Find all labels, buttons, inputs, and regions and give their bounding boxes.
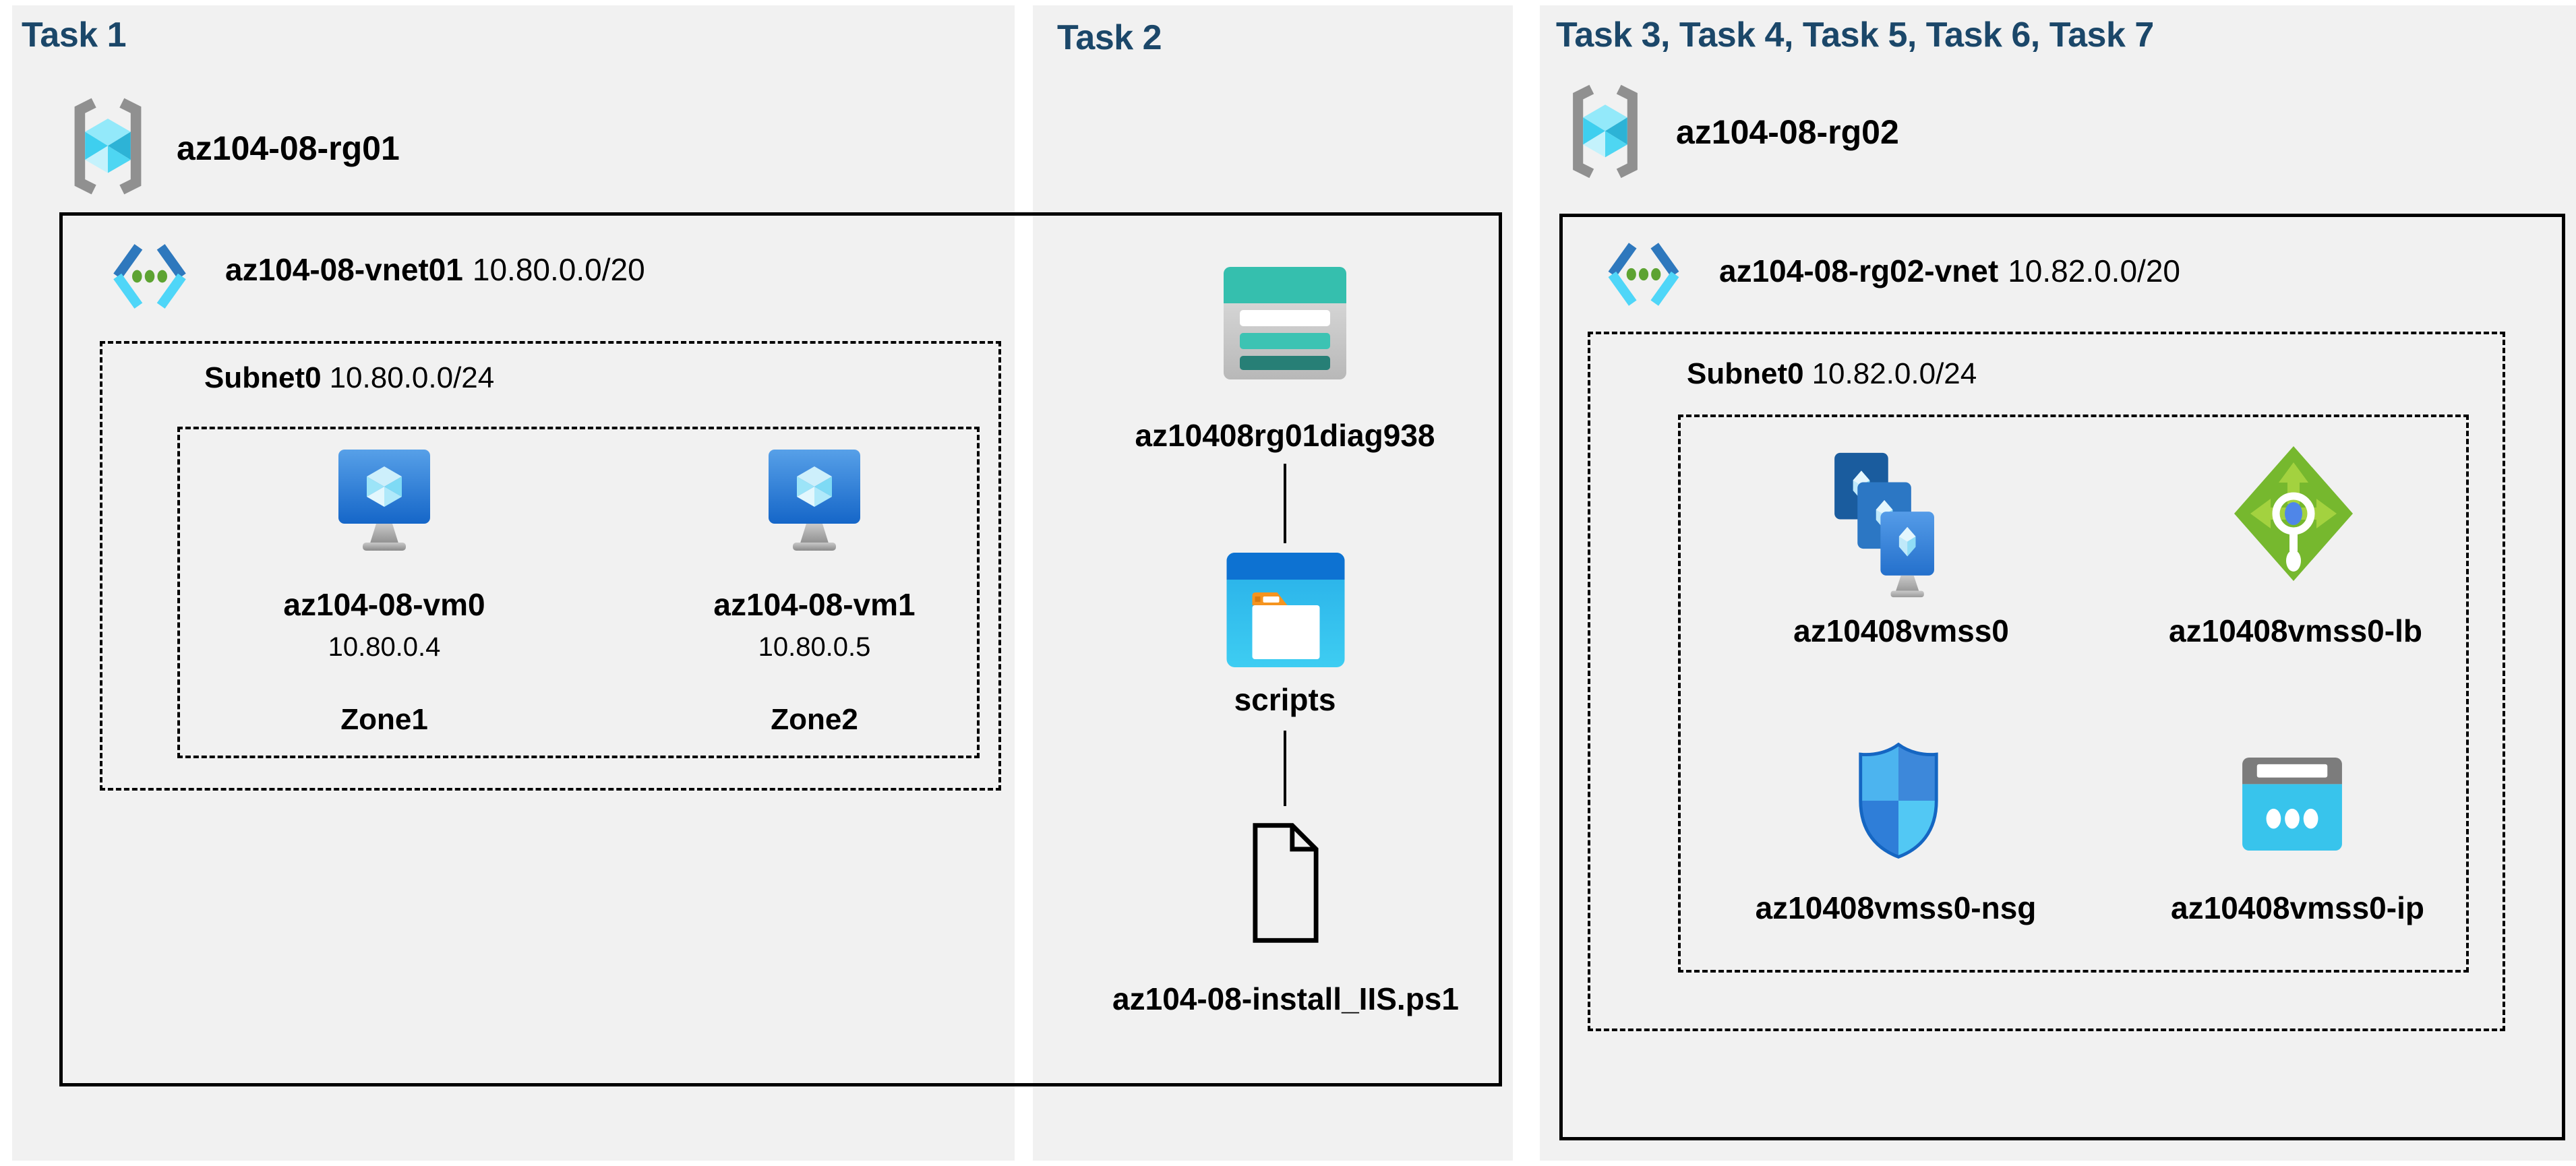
resources-box — [1678, 415, 2469, 973]
vm-icon — [767, 448, 862, 558]
subnet0-name-task1: Subnet0 — [204, 361, 322, 394]
vmss-icon — [1820, 452, 1950, 599]
vm0-zone: Zone1 — [340, 703, 428, 736]
blob-container-icon — [1226, 553, 1345, 667]
rg02-label: az104-08-rg02 — [1676, 113, 1899, 151]
rg02-vnet-name: az104-08-rg02-vnet — [1719, 253, 1999, 288]
vm-icon — [337, 448, 431, 558]
storage-account-icon — [1224, 267, 1346, 379]
resource-group-icon — [64, 96, 152, 197]
rg01-label: az104-08-rg01 — [177, 129, 400, 167]
vnet01-name: az104-08-vnet01 — [225, 252, 463, 287]
vm1-ip: 10.80.0.5 — [758, 632, 871, 662]
rg02-vnet-label: az104-08-rg02-vnet 10.82.0.0/20 — [1719, 253, 2180, 288]
rg02-vnet-box — [1559, 214, 2565, 1140]
subnet0-cidr-task1: 10.80.0.0/24 — [329, 361, 495, 394]
task2-title: Task 2 — [1057, 18, 1162, 57]
public-ip-icon — [2242, 758, 2342, 851]
vm1-zone: Zone2 — [771, 703, 858, 736]
task3-panel — [1540, 5, 2576, 1161]
rg02-vnet-cidr: 10.82.0.0/20 — [2008, 253, 2180, 288]
load-balancer-label: az10408vmss0-lb — [2169, 613, 2422, 648]
ps1-file-label: az104-08-install_IIS.ps1 — [1112, 981, 1459, 1016]
task3-title: Task 3, Task 4, Task 5, Task 6, Task 7 — [1556, 16, 2154, 55]
script-file-icon — [1251, 821, 1320, 945]
vm1-label: az104-08-vm1 — [713, 587, 916, 622]
vm0-ip: 10.80.0.4 — [328, 632, 441, 662]
vnet01-cidr: 10.80.0.0/20 — [472, 252, 645, 287]
nsg-label: az10408vmss0-nsg — [1755, 890, 2037, 925]
nsg-icon — [1855, 740, 1942, 861]
resource-group-icon — [1563, 82, 1648, 181]
subnet0-name-task3: Subnet0 — [1687, 357, 1804, 390]
task1-title: Task 1 — [22, 16, 127, 55]
subnet0-box-task3 — [1588, 332, 2505, 1031]
load-balancer-icon — [2233, 445, 2354, 582]
public-ip-label: az10408vmss0-ip — [2171, 890, 2424, 925]
rg01-vnet-box — [59, 212, 1502, 1086]
virtual-network-icon — [1596, 240, 1691, 309]
scripts-label: scripts — [1234, 682, 1336, 717]
subnet0-box-task1 — [100, 341, 1001, 791]
subnet0-cidr-task3: 10.82.0.0/24 — [1811, 357, 1977, 390]
vm0-label: az104-08-vm0 — [283, 587, 485, 622]
storage-account-label: az10408rg01diag938 — [1135, 418, 1435, 453]
connector-line — [1284, 464, 1286, 543]
virtual-network-icon — [100, 241, 200, 311]
vmss-label: az10408vmss0 — [1793, 613, 2009, 648]
connector-line — [1284, 731, 1286, 806]
zones-box — [177, 427, 980, 758]
vnet01-label: az104-08-vnet01 10.80.0.0/20 — [225, 252, 645, 287]
